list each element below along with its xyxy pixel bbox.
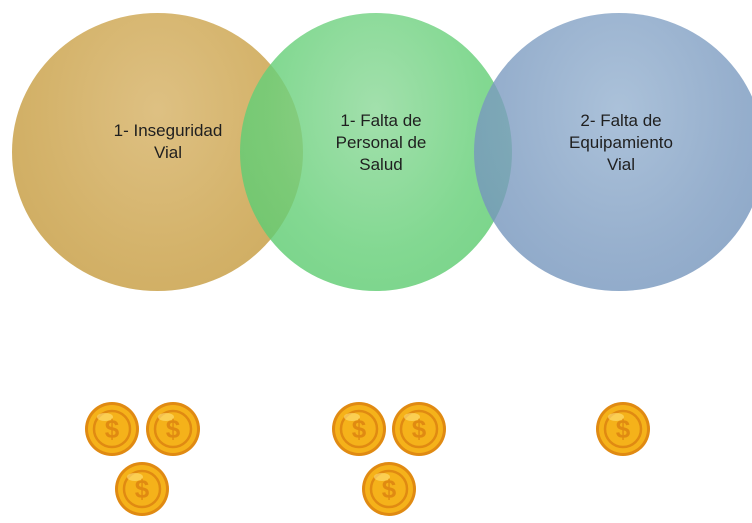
label-falta-personal-salud: 1- Falta de Personal de Salud (296, 110, 466, 176)
label-line: Vial (606, 155, 636, 174)
svg-text:$: $ (382, 474, 397, 504)
dollar-coin-icon: $ (390, 400, 448, 458)
dollar-coin-icon: $ (594, 400, 652, 458)
label-falta-equipamiento-vial: 2- Falta de Equipamiento Vial (536, 110, 706, 176)
svg-text:$: $ (105, 414, 120, 444)
label-line: Vial (153, 143, 183, 162)
svg-text:$: $ (412, 414, 427, 444)
svg-text:$: $ (166, 414, 181, 444)
dollar-coin-icon: $ (330, 400, 388, 458)
label-line: Personal de (335, 133, 427, 152)
svg-text:$: $ (352, 414, 367, 444)
svg-text:$: $ (616, 414, 631, 444)
label-line: Salud (359, 155, 403, 174)
dollar-coin-icon: $ (144, 400, 202, 458)
circle-falta-personal-salud (240, 13, 512, 291)
label-line: Equipamiento (569, 133, 673, 152)
dollar-coin-icon: $ (360, 460, 418, 518)
dollar-coin-icon: $ (83, 400, 141, 458)
svg-text:$: $ (135, 474, 150, 504)
label-line: 2- Falta de (580, 111, 662, 130)
label-line: 1- Inseguridad (113, 121, 223, 140)
label-inseguridad-vial: 1- Inseguridad Vial (62, 120, 274, 164)
circle-falta-equipamiento-vial (474, 13, 752, 291)
dollar-coin-icon: $ (113, 460, 171, 518)
label-line: 1- Falta de (340, 111, 422, 130)
